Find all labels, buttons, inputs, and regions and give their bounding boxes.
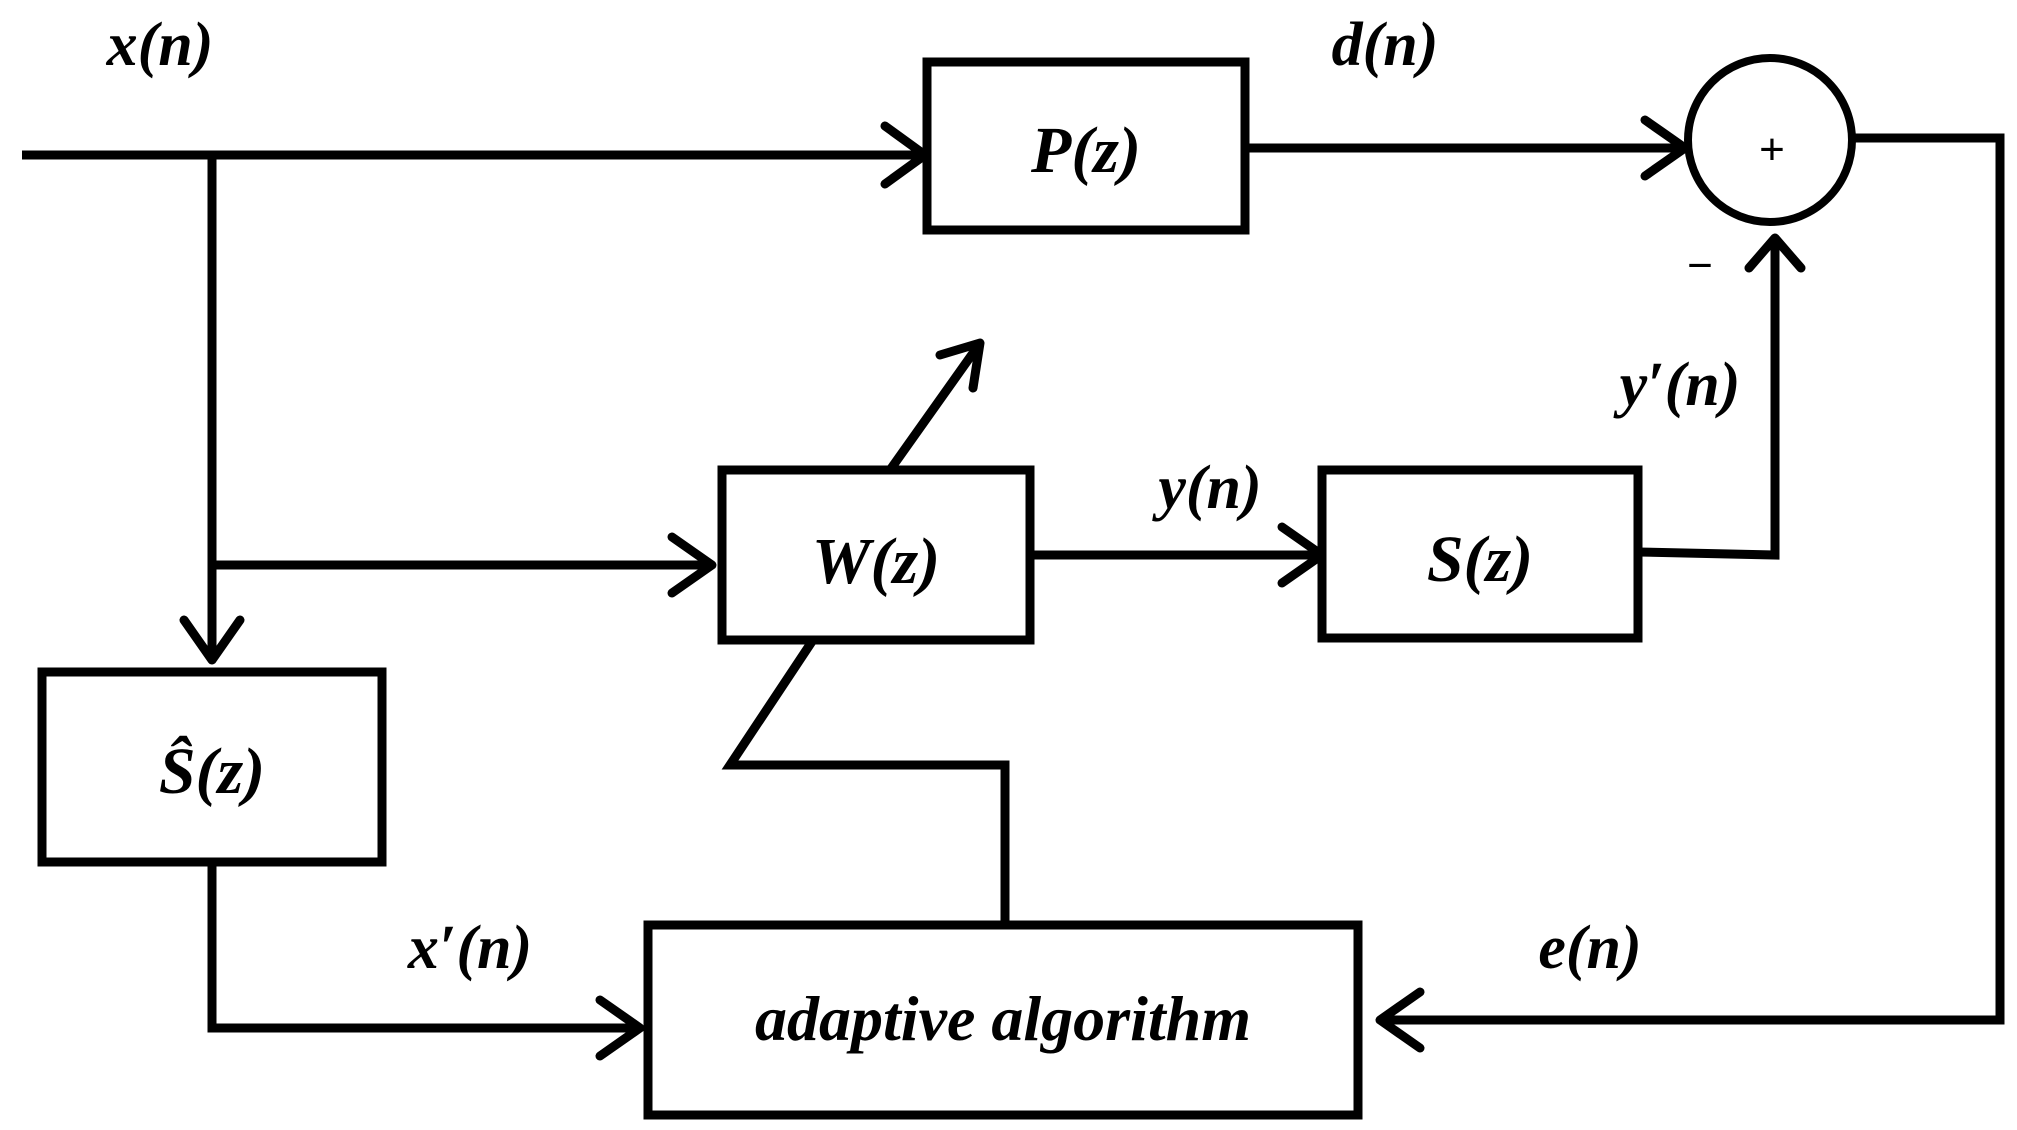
arrowhead-to-shat xyxy=(179,615,245,665)
secondary-path-label: S(z) xyxy=(1427,523,1533,596)
secondary-output-label: y′(n) xyxy=(1613,351,1741,419)
arrowhead-adaptation xyxy=(935,338,985,393)
adaptive-filter-label: W(z) xyxy=(812,525,940,598)
minus-sign: − xyxy=(1687,241,1713,290)
primary-path-label: P(z) xyxy=(1030,114,1141,187)
filter-output-label: y(n) xyxy=(1151,454,1261,522)
arrowhead-xprime-to-algorithm xyxy=(595,995,645,1061)
filtered-reference-wire xyxy=(207,862,640,1033)
adaptive-filter-block xyxy=(717,465,1035,645)
adaptive-algorithm-label: adaptive algorithm xyxy=(755,983,1251,1054)
error-feedback-wire xyxy=(1380,133,2005,1025)
error-signal-label: e(n) xyxy=(1538,914,1641,982)
summing-junction xyxy=(1684,54,1856,226)
secondary-path-estimate-block xyxy=(37,667,387,867)
primary-path-block xyxy=(922,57,1250,235)
plus-sign: + xyxy=(1759,125,1785,174)
adaptive-algorithm-block xyxy=(643,920,1363,1120)
adaptation-control-wire xyxy=(721,637,1010,925)
adaptation-diagonal-wire xyxy=(886,343,982,473)
filtered-reference-label: x′(n) xyxy=(407,914,532,982)
arrowhead-error-to-algorithm xyxy=(1375,987,1425,1053)
desired-signal-label: d(n) xyxy=(1332,11,1439,79)
secondary-output-wire xyxy=(1637,240,1780,560)
reference-signal-label: x(n) xyxy=(106,11,214,79)
arrowhead-to-sum-minus xyxy=(1744,233,1806,273)
secondary-path-estimate-label: Ŝ(z) xyxy=(159,735,265,808)
arrowhead-to-w xyxy=(667,532,717,598)
secondary-path-block xyxy=(1317,465,1643,643)
